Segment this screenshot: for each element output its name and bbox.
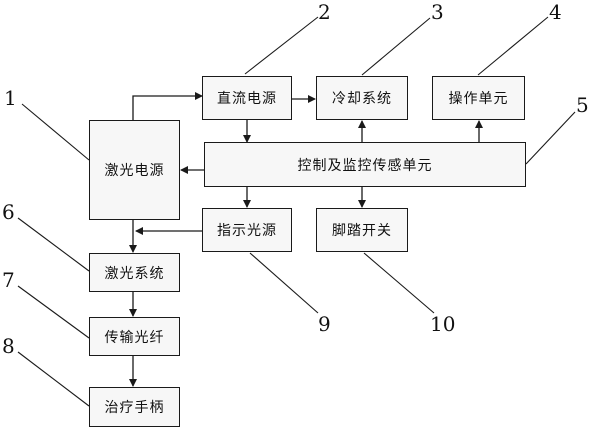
callout-4: 4 — [549, 0, 562, 24]
leader-line-1 — [21, 103, 90, 161]
operation-unit-block: 操作单元 — [432, 76, 525, 120]
callout-8: 8 — [2, 334, 15, 358]
callout-2: 2 — [318, 0, 331, 24]
leader-line-5 — [525, 111, 576, 165]
leader-line-9 — [249, 252, 319, 314]
callout-6: 6 — [2, 200, 15, 224]
leader-line-3 — [361, 17, 431, 76]
callout-5: 5 — [576, 93, 589, 117]
leader-line-8 — [17, 351, 90, 407]
callout-10: 10 — [430, 312, 456, 336]
handpiece-block: 治疗手柄 — [89, 387, 180, 427]
laser-power-block: 激光电源 — [89, 120, 180, 220]
leader-line-4 — [477, 16, 549, 76]
callout-9: 9 — [318, 312, 331, 336]
callout-3: 3 — [431, 0, 444, 24]
callout-7: 7 — [2, 268, 15, 292]
leader-line-7 — [17, 285, 90, 339]
leader-line-6 — [17, 217, 90, 272]
dc-power-block: 直流电源 — [202, 76, 292, 120]
indicator-light-block: 指示光源 — [202, 208, 292, 252]
foot-switch-block: 脚踏开关 — [316, 208, 408, 252]
fiber-block: 传输光纤 — [89, 317, 180, 356]
leader-line-10 — [363, 252, 435, 314]
cooling-system-block: 冷却系统 — [316, 76, 408, 120]
laser-system-block: 激光系统 — [89, 253, 180, 292]
callout-1: 1 — [4, 86, 17, 110]
arrow-laser-power-to-dc-power — [132, 92, 203, 120]
leader-line-2 — [244, 16, 319, 75]
control-monitor-sensor-block: 控制及监控传感单元 — [204, 142, 526, 187]
